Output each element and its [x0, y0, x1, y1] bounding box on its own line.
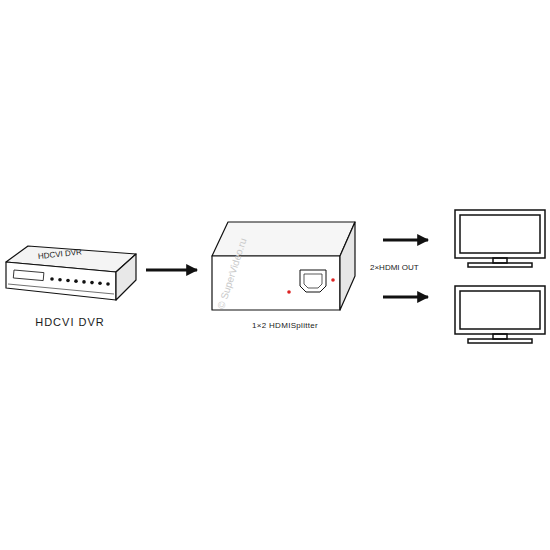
- device-label: HDCVI DVR: [0, 316, 140, 328]
- device-label: 1×2 HDMISplitter: [205, 322, 365, 331]
- output-arrow: [383, 239, 428, 242]
- dvr-device: HDCVI DVRHDCVI DVR: [0, 236, 140, 336]
- port-label: 2×HDMI OUT: [370, 264, 419, 273]
- monitor-icon: [455, 286, 545, 343]
- monitor-icon: [455, 210, 545, 267]
- output-arrow: [383, 296, 428, 299]
- signal-arrow: [146, 269, 197, 272]
